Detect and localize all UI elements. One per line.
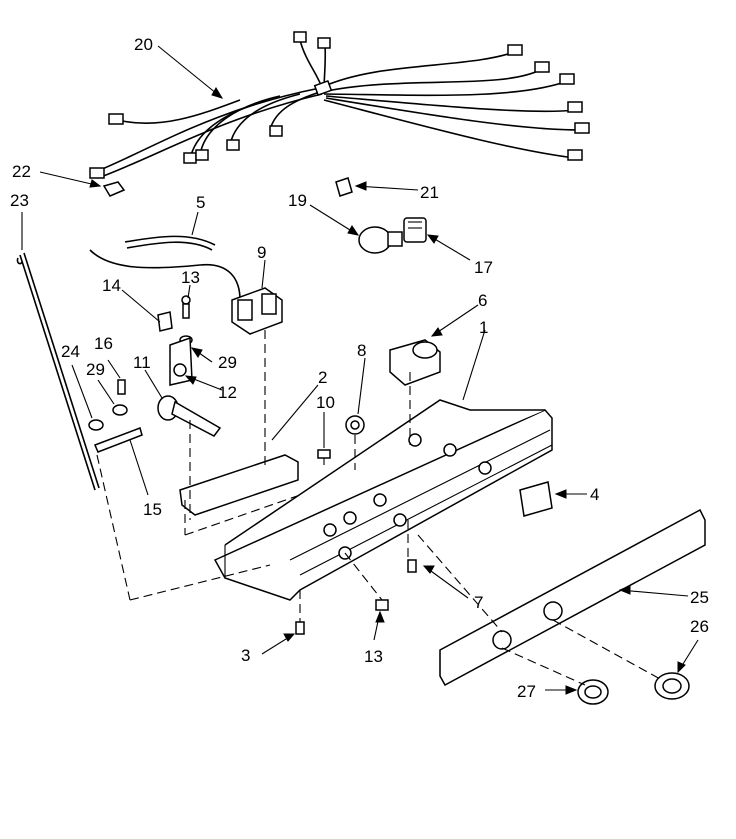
callout-24: 24 (61, 342, 80, 361)
callout-7: 7 (474, 593, 483, 612)
wire-harness (89, 31, 590, 179)
control-bracket-small (157, 295, 193, 386)
control-rod (16, 252, 100, 491)
control-knob-small (577, 679, 609, 705)
mounting-bracket (179, 454, 301, 536)
leader-lines (21, 45, 699, 695)
callout-labels: 20 22 23 5 21 19 17 9 13 14 6 1 8 16 24 … (10, 35, 709, 701)
callout-22: 22 (12, 162, 31, 181)
callout-13-lower: 13 (364, 647, 383, 666)
screw (317, 449, 331, 465)
callout-27: 27 (517, 682, 536, 701)
callout-15: 15 (143, 500, 162, 519)
callout-8: 8 (357, 341, 366, 360)
callout-25: 25 (690, 588, 709, 607)
callout-23: 23 (10, 191, 29, 210)
capillary-tube (89, 235, 241, 301)
callout-17: 17 (474, 258, 493, 277)
wire-clip (102, 181, 126, 197)
callout-29-right: 29 (218, 353, 237, 372)
callout-1: 1 (479, 318, 488, 337)
control-knob-large (654, 672, 690, 700)
callout-6: 6 (478, 291, 487, 310)
callout-5: 5 (196, 193, 205, 212)
control-knob-stem (345, 415, 365, 435)
cold-control (389, 339, 441, 386)
assembly-lines (96, 330, 663, 686)
callout-10: 10 (316, 393, 335, 412)
light-socket (403, 217, 427, 243)
callout-2: 2 (318, 368, 327, 387)
callout-12: 12 (218, 383, 237, 402)
callout-29-left: 29 (86, 360, 105, 379)
callout-26: 26 (690, 617, 709, 636)
callout-21: 21 (420, 183, 439, 202)
callout-4: 4 (590, 485, 599, 504)
light-bulb (358, 226, 403, 254)
thermostat (231, 287, 283, 335)
rod-fasteners (88, 379, 143, 453)
control-panel (439, 508, 706, 687)
callout-3: 3 (241, 646, 250, 665)
callout-13-upper: 13 (181, 268, 200, 287)
light-socket-shield (335, 177, 353, 197)
callout-9: 9 (257, 243, 266, 262)
callout-19: 19 (288, 191, 307, 210)
callout-14: 14 (102, 276, 121, 295)
callout-16: 16 (94, 334, 113, 353)
callout-20: 20 (134, 35, 153, 54)
light-switch (519, 481, 553, 517)
damper-control (157, 395, 222, 437)
control-housing (213, 399, 553, 601)
callout-11: 11 (133, 353, 151, 372)
